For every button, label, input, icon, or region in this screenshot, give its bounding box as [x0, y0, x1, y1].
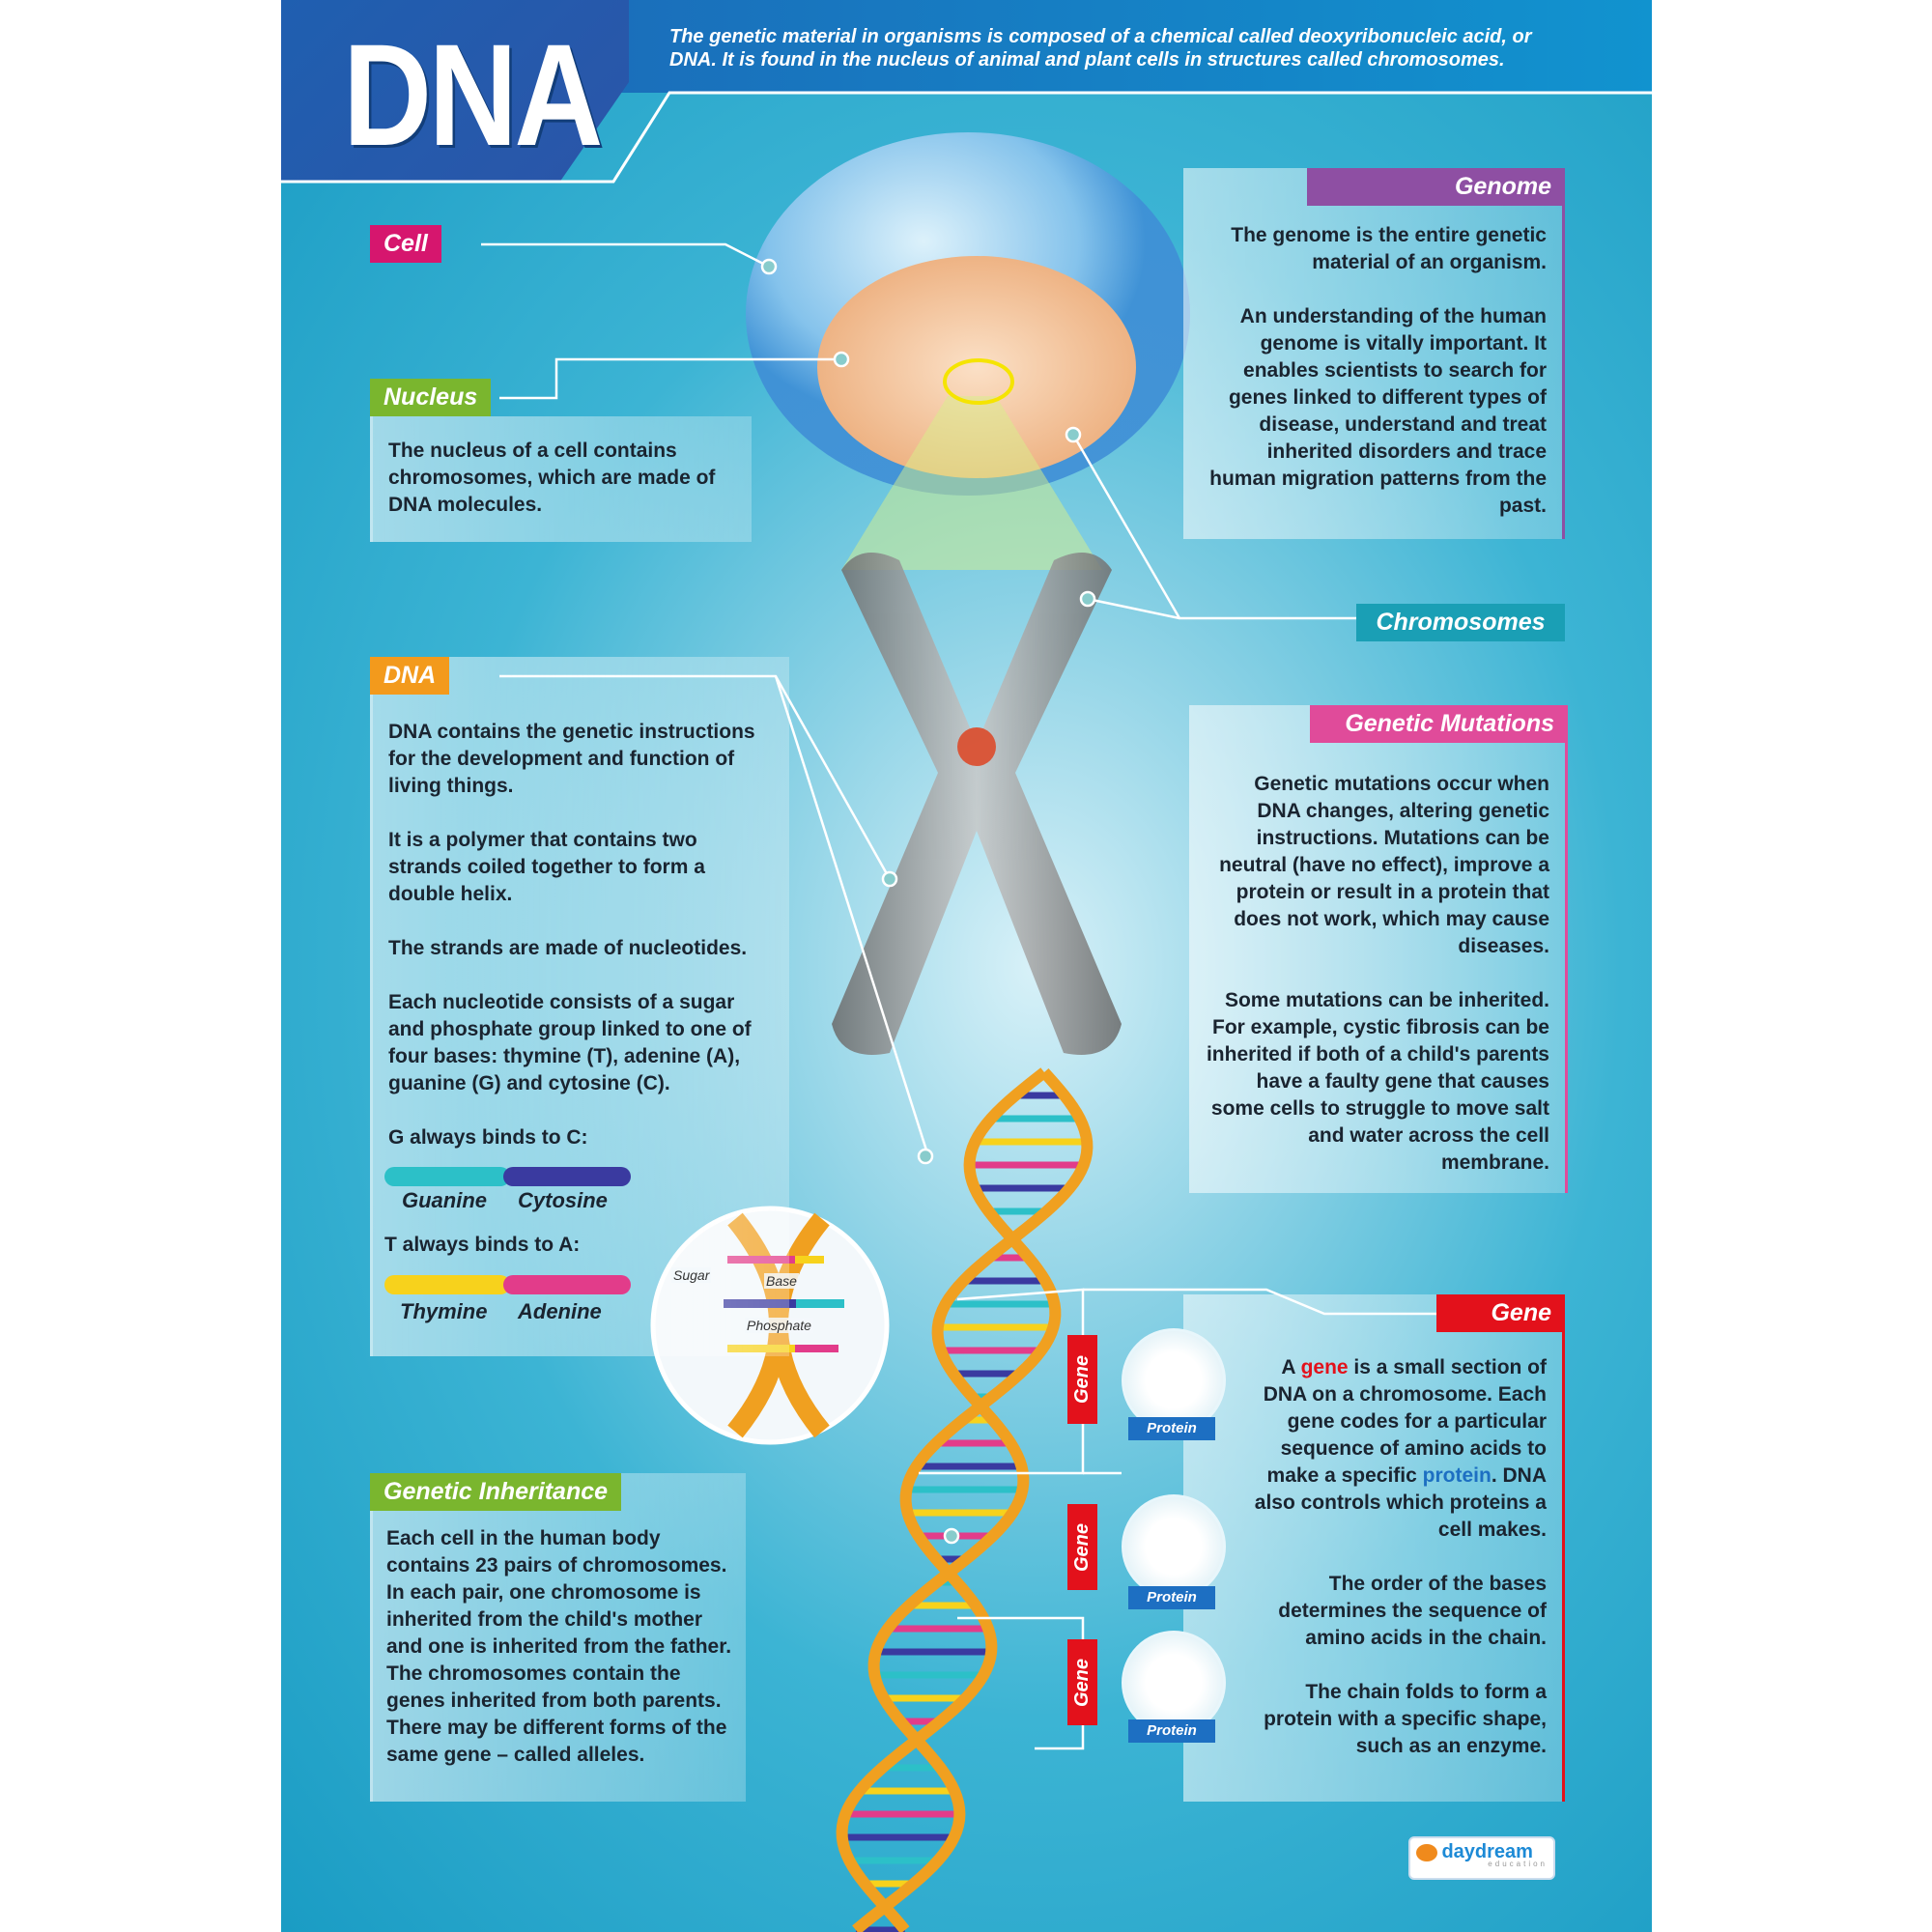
protein-highlight: protein	[1422, 1464, 1492, 1487]
helix-backbone	[852, 1067, 1094, 1932]
genome-paragraph-2: An understanding of the human genome is …	[1209, 305, 1547, 517]
inheritance-text: Each cell in the human body contains 23 …	[386, 1527, 732, 1766]
inheritance-box: Each cell in the human body contains 23 …	[370, 1473, 746, 1802]
nucleus-text: The nucleus of a cell contains chromosom…	[388, 440, 716, 516]
cytosine-bar	[503, 1167, 631, 1186]
gene-box: A gene is a small section of DNA on a ch…	[1183, 1294, 1565, 1802]
ta-title: T always binds to A:	[384, 1234, 581, 1256]
cytosine-label: Cytosine	[518, 1188, 608, 1212]
header-divider-line	[281, 91, 1652, 184]
gene-paragraph-1: A gene is a small section of DNA on a ch…	[1254, 1356, 1547, 1541]
genome-label: Genome	[1307, 168, 1565, 206]
protein-label: Protein	[1128, 1417, 1215, 1440]
mutations-paragraph-1: Genetic mutations occur when DNA changes…	[1219, 773, 1549, 957]
cell-illustration	[746, 132, 1190, 570]
dna-paragraph-1: DNA contains the genetic instructions fo…	[388, 721, 755, 797]
gene-label: Gene	[1436, 1294, 1565, 1332]
header-title-panel	[281, 0, 629, 183]
adenine-bar	[503, 1275, 631, 1294]
guanine-bar	[384, 1167, 510, 1186]
page-title: DNA	[343, 14, 603, 176]
dna-double-helix	[836, 1067, 1094, 1932]
protein-image	[1122, 1494, 1226, 1599]
illustration-layer	[481, 132, 1436, 1932]
thymine-bar	[384, 1275, 510, 1294]
gene-highlight: gene	[1300, 1356, 1349, 1378]
mutations-box: Genetic mutations occur when DNA changes…	[1189, 705, 1568, 1193]
highlight-ring	[943, 358, 1014, 405]
dna-poster: DNA The genetic material in organisms is…	[281, 0, 1652, 1932]
inset-label-base: Base	[764, 1273, 799, 1289]
helix-backbone	[836, 1067, 1062, 1932]
intro-text: The genetic material in organisms is com…	[669, 26, 1532, 71]
protein-label: Protein	[1128, 1719, 1215, 1743]
chromosome-illustration	[832, 553, 1122, 1055]
cell-label: Cell	[370, 225, 441, 263]
daydream-logo: daydream education	[1408, 1836, 1555, 1880]
chromosomes-label: Chromosomes	[1356, 604, 1565, 641]
protein-label: Protein	[1128, 1586, 1215, 1609]
guanine-label: Guanine	[402, 1188, 488, 1212]
gene-tag: Gene	[1067, 1504, 1097, 1590]
gc-title: G always binds to C:	[388, 1126, 588, 1149]
inheritance-label: Genetic Inheritance	[370, 1473, 622, 1511]
adenine-label: Adenine	[518, 1299, 602, 1323]
zoom-cone	[841, 396, 1102, 570]
dna-box: DNA contains the genetic instructions fo…	[370, 657, 789, 1356]
genome-box: The genome is the entire genetic materia…	[1183, 168, 1565, 539]
nucleus-label: Nucleus	[370, 379, 492, 416]
thymine-label: Thymine	[400, 1299, 488, 1323]
logo-icon	[1416, 1843, 1437, 1861]
gene-paragraph-3: The chain folds to form a protein with a…	[1264, 1681, 1547, 1757]
mutations-paragraph-2: Some mutations can be inherited. For exa…	[1206, 989, 1549, 1174]
genome-paragraph-1: The genome is the entire genetic materia…	[1231, 224, 1547, 273]
gene-tag: Gene	[1067, 1335, 1097, 1424]
dna-paragraph-4: Each nucleotide consists of a sugar and …	[388, 991, 752, 1094]
gene-paragraph-2: The order of the bases determines the se…	[1278, 1573, 1547, 1649]
dna-label: DNA	[370, 657, 450, 695]
inset-label-phosphate: Phosphate	[745, 1318, 813, 1333]
protein-image	[1122, 1328, 1226, 1433]
dna-paragraph-2: It is a polymer that contains two strand…	[388, 829, 705, 905]
nucleus-box: The nucleus of a cell contains chromosom…	[370, 416, 752, 542]
inset-label-sugar: Sugar	[671, 1267, 712, 1283]
mutations-label: Genetic Mutations	[1310, 705, 1568, 743]
dna-paragraph-3: The strands are made of nucleotides.	[388, 937, 748, 959]
gene-tag: Gene	[1067, 1639, 1097, 1725]
